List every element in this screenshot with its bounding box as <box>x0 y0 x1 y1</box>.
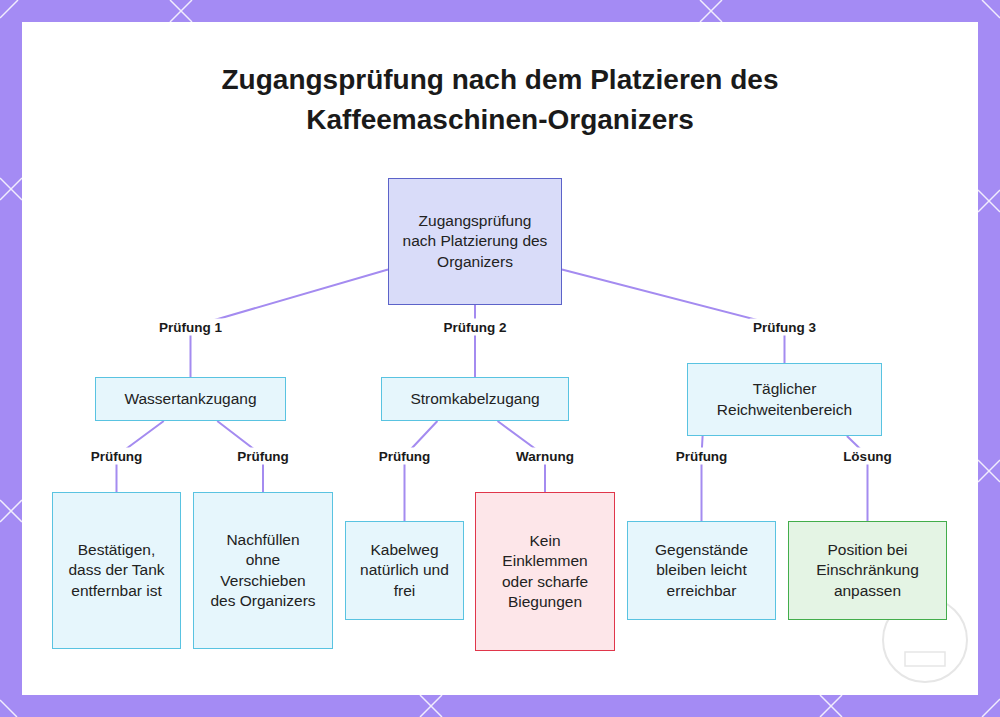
root-box: Zugangsprüfung nach Platzierung des Orga… <box>388 178 562 305</box>
node-text: Nachfüllen ohne Verschieben des Organize… <box>208 530 318 612</box>
process-box: Nachfüllen ohne Verschieben des Organize… <box>193 492 333 649</box>
edge-label: Prüfung <box>233 448 293 465</box>
process-box: Bestätigen, dass der Tank entfernbar ist <box>52 492 181 649</box>
connector-line <box>562 269 785 363</box>
warning-box: Kein Einklemmen oder scharfe Biegungen <box>475 492 615 651</box>
edge-label: Lösung <box>839 448 896 465</box>
node-text: Gegenstände bleiben leicht erreichbar <box>644 540 759 601</box>
edge-label: Prüfung <box>375 448 435 465</box>
node-text: Bestätigen, dass der Tank entfernbar ist <box>67 540 166 601</box>
connector-line <box>405 421 438 521</box>
edge-label: Prüfung 1 <box>155 319 226 336</box>
edge-label: Prüfung 2 <box>440 319 511 336</box>
process-box: Täglicher Reichweitenbereich <box>687 363 882 436</box>
node-text: Täglicher Reichweitenbereich <box>698 379 871 420</box>
node-text: Position bei Einschränkung anpassen <box>801 540 934 601</box>
edge-label: Prüfung <box>87 448 147 465</box>
diagram-title: Zugangsprüfung nach dem Platzieren des K… <box>205 60 795 140</box>
node-text: Stromkabelzugang <box>410 389 539 409</box>
process-box: Kabelweg natürlich und frei <box>345 521 464 620</box>
solution-box: Position bei Einschränkung anpassen <box>788 521 947 620</box>
node-text: Kabelweg natürlich und frei <box>358 540 451 601</box>
node-text: Zugangsprüfung nach Platzierung des Orga… <box>401 211 549 272</box>
process-box: Gegenstände bleiben leicht erreichbar <box>627 521 776 620</box>
edge-label: Prüfung 3 <box>749 319 820 336</box>
connector-line <box>474 305 476 377</box>
process-box: Stromkabelzugang <box>381 377 569 421</box>
node-text: Kein Einklemmen oder scharfe Biegungen <box>492 531 598 613</box>
node-text: Wassertankzugang <box>124 389 256 409</box>
edge-label: Warnung <box>512 448 578 465</box>
edge-label: Prüfung <box>672 448 732 465</box>
process-box: Wassertankzugang <box>95 377 286 421</box>
